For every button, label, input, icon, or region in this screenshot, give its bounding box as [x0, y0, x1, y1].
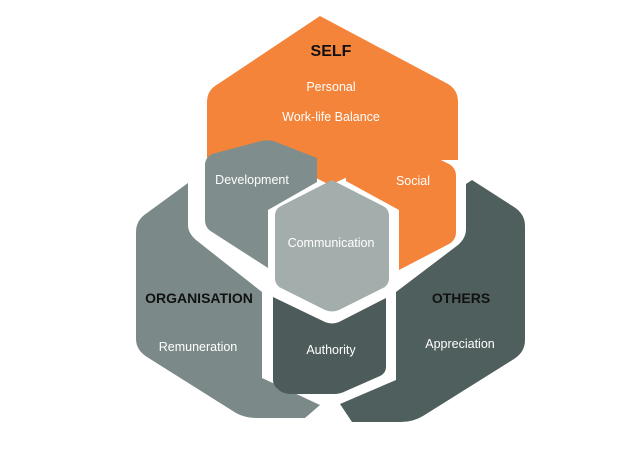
development-shape	[205, 140, 317, 268]
organisation-item-remuneration: Remuneration	[159, 340, 238, 354]
communication-hexagon	[275, 180, 389, 312]
communication-label: Communication	[288, 236, 375, 250]
others-heading: OTHERS	[432, 290, 490, 306]
organisation-hexagon	[136, 183, 320, 418]
self-heading: SELF	[311, 43, 352, 60]
social-shape	[346, 141, 456, 270]
others-hexagon	[340, 180, 525, 422]
authority-label: Authority	[306, 343, 356, 357]
self-item-work-life-balance: Work-life Balance	[282, 110, 380, 124]
organisation-heading: ORGANISATION	[145, 290, 253, 306]
authority-shape	[273, 297, 386, 394]
development-label: Development	[215, 173, 289, 187]
social-label: Social	[396, 174, 430, 188]
others-item-appreciation: Appreciation	[425, 337, 495, 351]
self-item-personal: Personal	[306, 80, 355, 94]
